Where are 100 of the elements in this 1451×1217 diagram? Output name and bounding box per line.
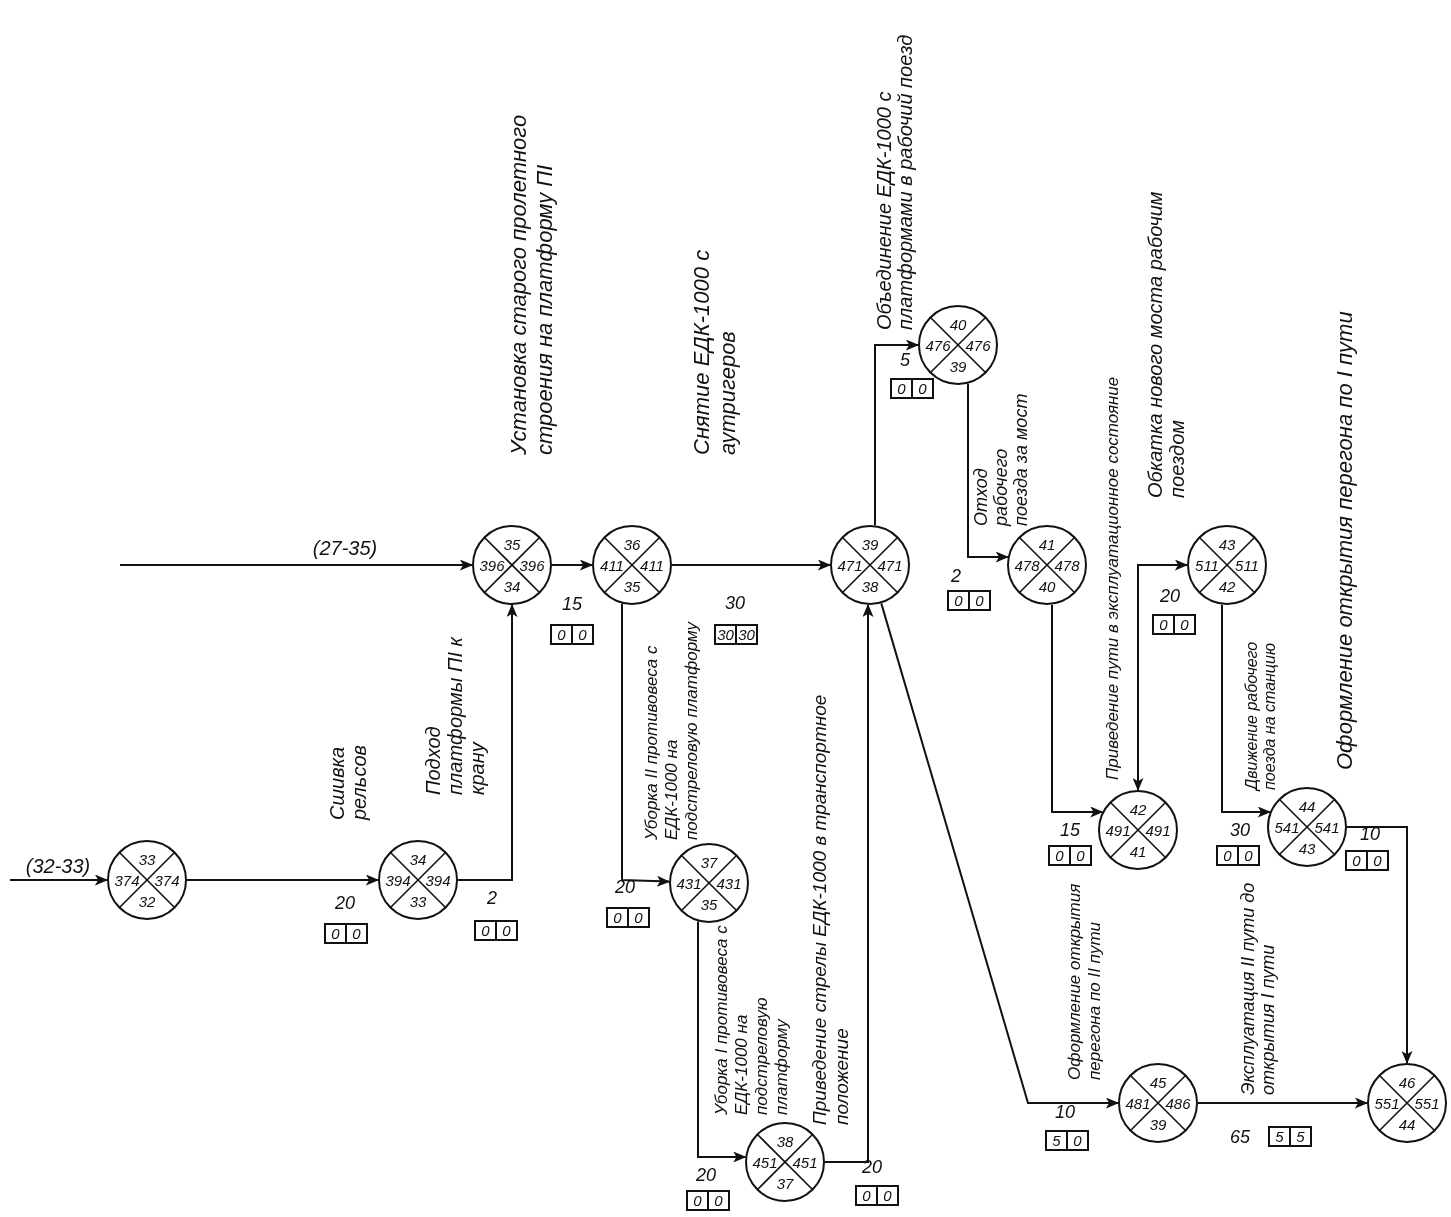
reserve-value-cell: 0 bbox=[1216, 845, 1239, 866]
activity-label: Сшивка рельсов bbox=[326, 744, 370, 820]
predecessor-number: 39 bbox=[949, 358, 967, 374]
reserve-value-cell: 0 bbox=[550, 624, 573, 645]
early-time: 481 bbox=[1125, 1095, 1151, 1111]
reserve-value-cell: 0 bbox=[707, 1190, 730, 1211]
reserve-value-cell: 5 bbox=[1045, 1130, 1068, 1151]
arrow bbox=[119, 559, 474, 571]
arrow bbox=[874, 339, 920, 527]
duration-label: 20 bbox=[696, 1166, 716, 1184]
event-number: 46 bbox=[1398, 1074, 1416, 1090]
predecessor-number: 37 bbox=[776, 1175, 794, 1191]
duration-label: 10 bbox=[1055, 1103, 1075, 1121]
event-number: 33 bbox=[138, 851, 156, 867]
activity-label: Движение рабочего поезда на станцию bbox=[1243, 640, 1279, 790]
arrow bbox=[1346, 826, 1413, 1065]
activity-label: Обкатка нового моста рабочим поездом bbox=[1144, 190, 1188, 498]
predecessor-number: 33 bbox=[409, 893, 427, 909]
event-number: 37 bbox=[700, 854, 718, 870]
reserve-value-cell: 0 bbox=[1173, 614, 1196, 635]
late-time: 431 bbox=[716, 875, 742, 891]
early-time: 491 bbox=[1105, 822, 1131, 838]
duration-label: 30 bbox=[1230, 821, 1250, 839]
reserve-value-cell: 0 bbox=[890, 378, 913, 399]
early-time: 411 bbox=[600, 557, 624, 573]
reserve-value-cell: 0 bbox=[1066, 1130, 1089, 1151]
reserve-value-cell: 30 bbox=[714, 624, 737, 645]
early-time: 478 bbox=[1014, 557, 1040, 573]
early-time: 451 bbox=[752, 1154, 778, 1170]
reserve-value-cell: 0 bbox=[324, 923, 347, 944]
duration-label: 5 bbox=[900, 351, 910, 369]
reserve-value-cell: 0 bbox=[855, 1185, 878, 1206]
early-time: 431 bbox=[676, 875, 702, 891]
predecessor-number: 43 bbox=[1298, 840, 1316, 856]
reserve-value-cell: 0 bbox=[1048, 845, 1071, 866]
reserve-value-cell: 0 bbox=[474, 920, 497, 941]
late-time: 491 bbox=[1145, 822, 1171, 838]
arrow bbox=[457, 603, 518, 881]
arrow bbox=[1197, 1097, 1369, 1109]
late-time: 551 bbox=[1414, 1095, 1440, 1111]
activity-label: Оформление открытия перегона по II пути bbox=[1065, 882, 1105, 1080]
reserve-value-cell: 0 bbox=[968, 590, 991, 611]
reserve-value-cell: 0 bbox=[606, 907, 629, 928]
reserve-value-cell: 0 bbox=[627, 907, 650, 928]
reserve-value-cell: 5 bbox=[1268, 1126, 1291, 1147]
activity-label: Оформление открытия перегона по I пути bbox=[1333, 310, 1357, 770]
reserve-value-cell: 0 bbox=[1069, 845, 1092, 866]
event-number: 41 bbox=[1038, 536, 1056, 552]
arrow bbox=[824, 603, 874, 1163]
predecessor-number: 44 bbox=[1398, 1116, 1416, 1132]
arrow bbox=[551, 559, 594, 571]
activity-label: Уборка II противовеса с ЕДК-1000 на подстреловую платформу bbox=[642, 620, 702, 840]
reserve-value-cell: 5 bbox=[1289, 1126, 1312, 1147]
late-time: 451 bbox=[792, 1154, 818, 1170]
predecessor-number: 40 bbox=[1038, 578, 1056, 594]
reserve-value-cell: 0 bbox=[495, 920, 518, 941]
duration-label: 65 bbox=[1230, 1128, 1250, 1146]
event-number: 38 bbox=[776, 1133, 794, 1149]
activity-label: Эксплуатация II пути до открытия I пути bbox=[1238, 881, 1278, 1095]
predecessor-number: 41 bbox=[1129, 843, 1147, 859]
late-time: 478 bbox=[1054, 557, 1080, 573]
late-time: 476 bbox=[965, 337, 991, 353]
reserve-value-cell: 0 bbox=[1345, 850, 1368, 871]
event-number: 45 bbox=[1149, 1074, 1167, 1090]
predecessor-number: 35 bbox=[700, 896, 718, 912]
reserve-value-cell: 0 bbox=[1152, 614, 1175, 635]
activity-label: Объединение ЕДК-1000 с платформами в рабочий поезд bbox=[874, 33, 916, 330]
event-number: 42 bbox=[1129, 801, 1147, 817]
reserve-value-cell: 0 bbox=[1237, 845, 1260, 866]
event-number: 44 bbox=[1298, 798, 1316, 814]
late-time: 471 bbox=[877, 557, 903, 573]
early-time: 541 bbox=[1274, 819, 1300, 835]
reserve-value-cell: 0 bbox=[686, 1190, 709, 1211]
early-time: 394 bbox=[385, 872, 411, 888]
activity-label: Установка старого пролетного строения на платформу ПI bbox=[506, 113, 558, 455]
activity-label: Уборка I противовеса с ЕДК-1000 на подстреловую платформу bbox=[712, 925, 792, 1115]
arrow bbox=[1051, 603, 1104, 818]
late-time: 394 bbox=[425, 872, 451, 888]
reserve-value-cell: 0 bbox=[876, 1185, 899, 1206]
arrow bbox=[9, 874, 109, 886]
late-time: 396 bbox=[519, 557, 545, 573]
activity-label: Подход платформы ПI к крану bbox=[422, 635, 488, 795]
duration-label: 20 bbox=[1160, 587, 1180, 605]
activity-label: Приведение стрелы ЕДК-1000 в транспортное положение bbox=[809, 693, 853, 1125]
reserve-value-cell: 0 bbox=[947, 590, 970, 611]
predecessor-number: 32 bbox=[138, 893, 156, 909]
late-time: 541 bbox=[1314, 819, 1340, 835]
event-number: 34 bbox=[409, 851, 427, 867]
reserve-value-cell: 0 bbox=[345, 923, 368, 944]
late-time: 511 bbox=[1235, 557, 1259, 573]
event-number: 35 bbox=[503, 536, 521, 552]
event-number: 43 bbox=[1218, 536, 1236, 552]
duration-label: 15 bbox=[1060, 821, 1080, 839]
duration-label: 30 bbox=[725, 594, 745, 612]
predecessor-number: 38 bbox=[861, 578, 879, 594]
predecessor-number: 39 bbox=[1149, 1116, 1167, 1132]
reserve-value-cell: 0 bbox=[571, 624, 594, 645]
late-time: 486 bbox=[1165, 1095, 1191, 1111]
event-number: 40 bbox=[949, 316, 967, 332]
duration-label: 2 bbox=[951, 567, 961, 585]
